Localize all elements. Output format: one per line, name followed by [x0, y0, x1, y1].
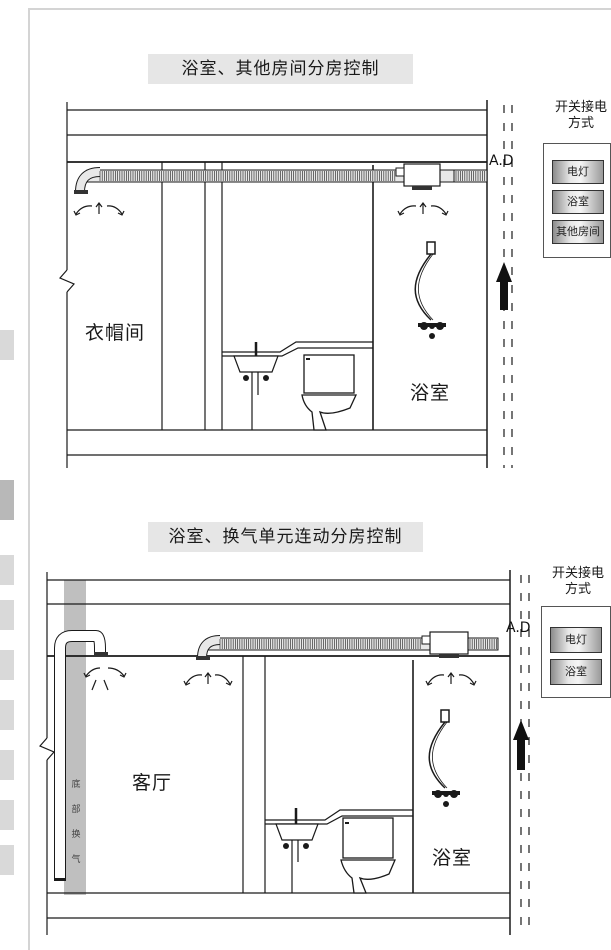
room-label-closet: 衣帽间: [85, 322, 146, 344]
rail-block: [0, 845, 14, 875]
duct-label-char: 气: [71, 855, 81, 865]
ad-label: A.D: [506, 620, 531, 636]
switch-other-rooms-button[interactable]: 其他房间: [552, 220, 604, 244]
rail-block: [0, 600, 14, 630]
switch-title: 开关接电 方式: [548, 100, 611, 132]
duct-label-char: 换: [71, 830, 81, 840]
switch-title-line: 方式: [564, 582, 591, 597]
rail-block: [0, 480, 14, 520]
rail-block: [0, 555, 14, 585]
switch-title: 开关接电 方式: [545, 566, 611, 598]
rail-block: [0, 700, 14, 730]
switch-title-line: 开关接电: [554, 100, 607, 115]
left-rail: [0, 0, 14, 935]
rail-block: [0, 650, 14, 680]
switch-title-line: 开关接电: [551, 566, 604, 581]
bottom-diagram-title: 浴室、换气单元连动分房控制: [148, 522, 423, 552]
duct-label-char: 部: [71, 805, 81, 815]
top-diagram-title: 浴室、其他房间分房控制: [148, 54, 413, 84]
switch-light-button[interactable]: 电灯: [550, 627, 602, 653]
switch-bathroom-button[interactable]: 浴室: [550, 659, 602, 685]
switch-panel: 电灯 浴室: [541, 606, 611, 698]
room-label-bathroom: 浴室: [432, 847, 473, 869]
room-label-bathroom: 浴室: [410, 382, 451, 404]
panel-frame: [28, 8, 611, 950]
switch-title-line: 方式: [567, 116, 594, 131]
switch-bathroom-button[interactable]: 浴室: [552, 190, 604, 214]
switch-panel: 电灯 浴室 其他房间: [543, 143, 611, 258]
rail-block: [0, 750, 14, 780]
duct-label-char: 底: [71, 780, 81, 790]
switch-light-button[interactable]: 电灯: [552, 160, 604, 184]
rail-block: [0, 330, 14, 360]
room-label-living-room: 客厅: [132, 772, 173, 794]
ad-label: A.D: [489, 153, 514, 169]
rail-block: [0, 800, 14, 830]
